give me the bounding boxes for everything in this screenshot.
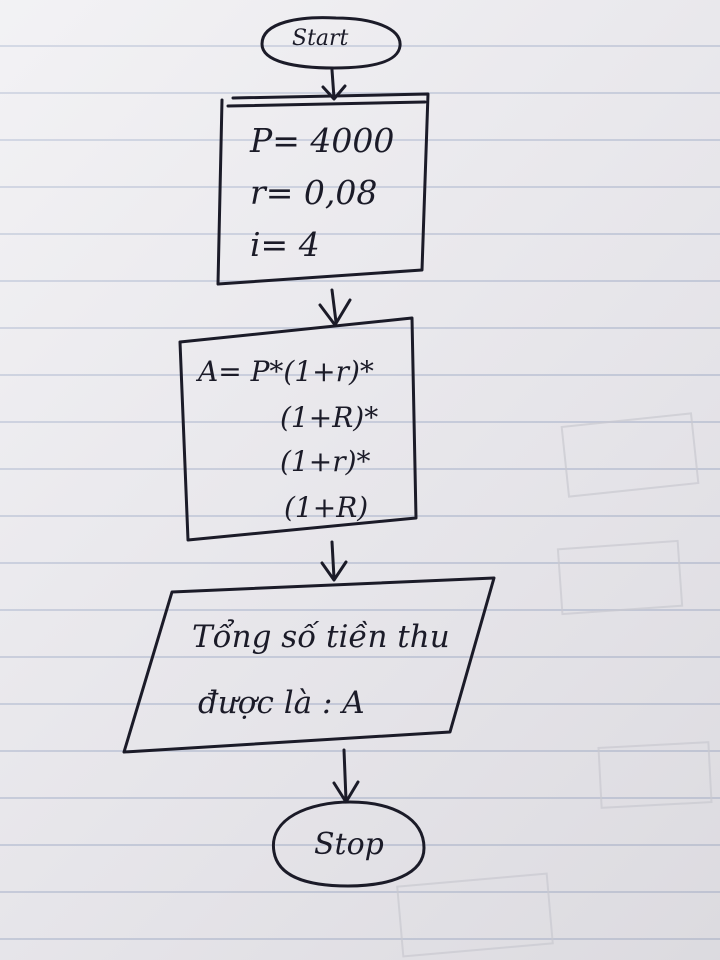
formula-line-3: (1+r)* <box>280 445 371 478</box>
input-line-r: r= 0,08 <box>250 173 378 212</box>
formula-line-1: A= P*(1+r)* <box>198 355 374 388</box>
formula-line-4: (1+R) <box>284 491 369 524</box>
input-line-p: P= 4000 <box>250 121 395 160</box>
start-terminal-shape <box>260 16 402 70</box>
stop-label: Stop <box>314 827 384 862</box>
start-label: Start <box>292 26 349 51</box>
arrow-start-to-input <box>321 68 347 101</box>
stop-terminal-shape <box>272 800 426 888</box>
arrow-input-to-process <box>318 288 352 327</box>
process-box-shape <box>178 316 418 542</box>
arrow-output-to-stop <box>332 748 360 804</box>
input-box-shape <box>216 92 430 286</box>
input-line-i: i= 4 <box>250 225 320 264</box>
output-line-1: Tổng số tiền thu <box>192 619 450 655</box>
arrow-process-to-output <box>320 540 348 582</box>
formula-line-2: (1+R)* <box>280 401 379 434</box>
output-parallelogram-shape <box>122 576 496 754</box>
output-line-2: được là : A <box>198 685 365 721</box>
